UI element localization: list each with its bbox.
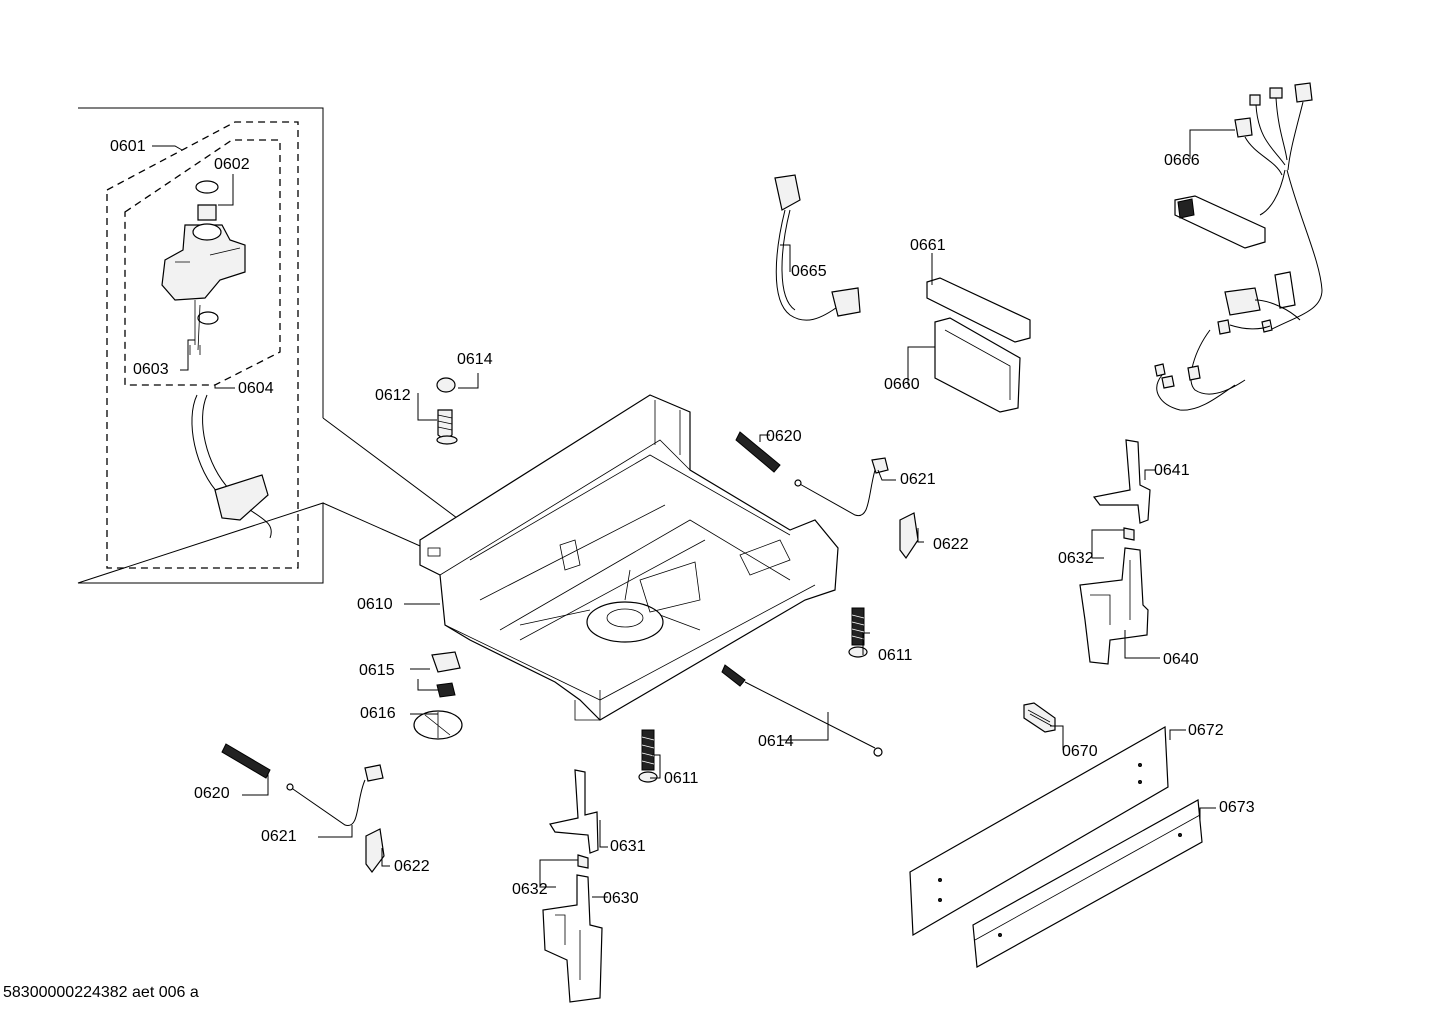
- harness-0666: [1154, 82, 1323, 411]
- cable-0621-top: [794, 457, 889, 517]
- clip-0622-bottom: [365, 828, 385, 873]
- spring-0620-bottom: [221, 743, 271, 779]
- bracket-0670: [1023, 702, 1056, 733]
- label-0602: 0602: [214, 156, 250, 173]
- module-0660: [934, 317, 1021, 413]
- label-0632-right: 0632: [1058, 550, 1094, 567]
- base-tub: [419, 394, 839, 721]
- label-0661: 0661: [910, 237, 946, 254]
- hinge-0631: [549, 769, 599, 869]
- label-0672: 0672: [1188, 722, 1224, 739]
- label-0622-top: 0622: [933, 536, 969, 553]
- panel-0672: [909, 725, 1169, 937]
- label-0603: 0603: [133, 361, 169, 378]
- label-0601: 0601: [110, 138, 146, 155]
- label-0620-top: 0620: [766, 428, 802, 445]
- label-0670: 0670: [1062, 743, 1098, 760]
- foot-0611-center: [638, 729, 658, 783]
- hinge-0641: [1092, 439, 1151, 541]
- label-0620-bottom: 0620: [194, 785, 230, 802]
- spring-0620-top: [735, 431, 781, 473]
- hinge-0630: [542, 874, 603, 1003]
- label-0631: 0631: [610, 838, 646, 855]
- label-0622-bottom: 0622: [394, 858, 430, 875]
- label-0616: 0616: [360, 705, 396, 722]
- label-0611-center: 0611: [664, 770, 699, 787]
- label-0612: 0612: [375, 387, 411, 404]
- part-labels: 0601 0602 0603 0604 0610 0611 0611 0612 …: [110, 138, 1255, 907]
- label-0604: 0604: [238, 380, 274, 397]
- label-0666: 0666: [1164, 152, 1200, 169]
- label-0665: 0665: [791, 263, 827, 280]
- label-0632-bottom: 0632: [512, 881, 548, 898]
- label-0660: 0660: [884, 376, 920, 393]
- label-0641: 0641: [1154, 462, 1190, 479]
- cable-0621-bottom: [286, 764, 384, 826]
- label-0640: 0640: [1163, 651, 1199, 668]
- power-cable-0665: [774, 174, 861, 321]
- rod-0614: [721, 664, 883, 757]
- cover-0661: [926, 277, 1031, 343]
- panel-0673: [972, 799, 1203, 968]
- label-0611-right: 0611: [878, 647, 913, 664]
- label-0614-bottom: 0614: [758, 733, 794, 750]
- switch-0615: [431, 651, 461, 698]
- label-0673: 0673: [1219, 799, 1255, 816]
- hinge-0640: [1079, 547, 1149, 665]
- foot-0614-0612: [436, 377, 458, 445]
- clip-0622-top: [899, 512, 919, 560]
- leader-lines: [152, 129, 1235, 898]
- document-id-footer: 58300000224382 aet 006 a: [3, 984, 199, 1001]
- label-0630: 0630: [603, 890, 639, 907]
- label-0610: 0610: [357, 596, 393, 613]
- label-0621-top: 0621: [900, 471, 936, 488]
- float-0616: [413, 710, 463, 740]
- label-0614-top: 0614: [457, 351, 493, 368]
- label-0615: 0615: [359, 662, 395, 679]
- detail-inset: [77, 107, 541, 589]
- label-0621-bottom: 0621: [261, 828, 297, 845]
